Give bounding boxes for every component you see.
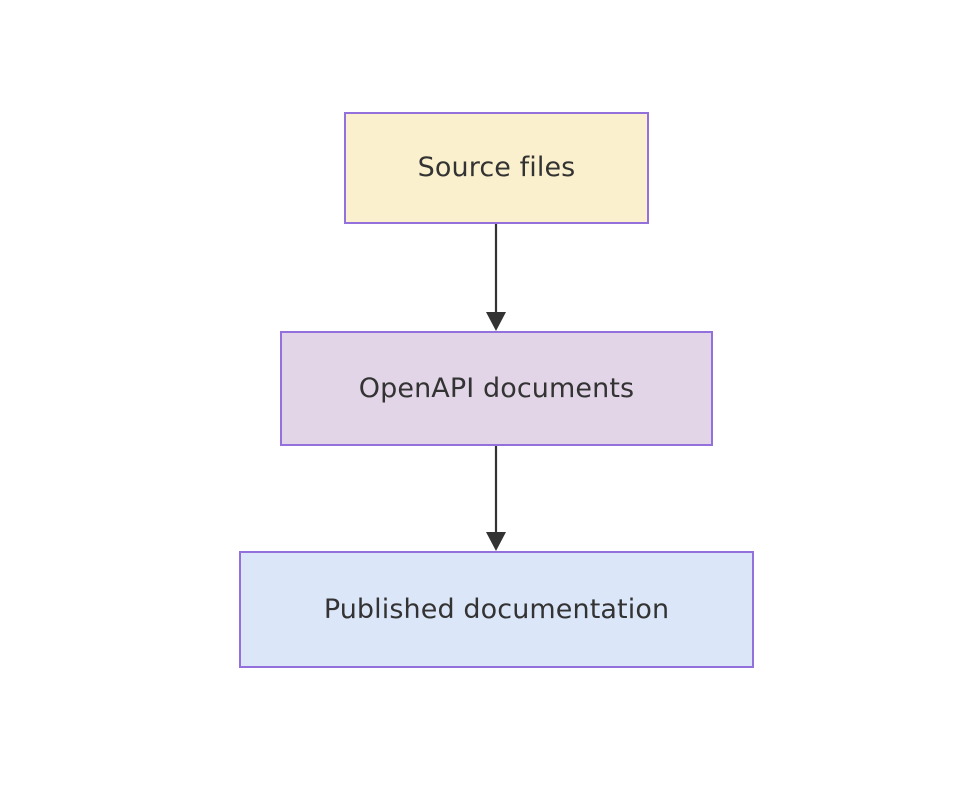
flowchart-node-published-documentation[interactable]: Published documentation bbox=[239, 551, 754, 668]
flowchart-node-source-files[interactable]: Source files bbox=[344, 112, 649, 224]
node-label: Published documentation bbox=[323, 593, 670, 625]
node-label: Source files bbox=[417, 152, 576, 184]
edge-source-files-to-openapi-documents bbox=[476, 224, 516, 331]
edge-openapi-documents-to-published-documentation bbox=[476, 446, 516, 551]
node-label: OpenAPI documents bbox=[358, 372, 635, 404]
flowchart-node-openapi-documents[interactable]: OpenAPI documents bbox=[280, 331, 713, 446]
arrowhead-icon bbox=[486, 532, 506, 551]
arrowhead-icon bbox=[486, 312, 506, 331]
